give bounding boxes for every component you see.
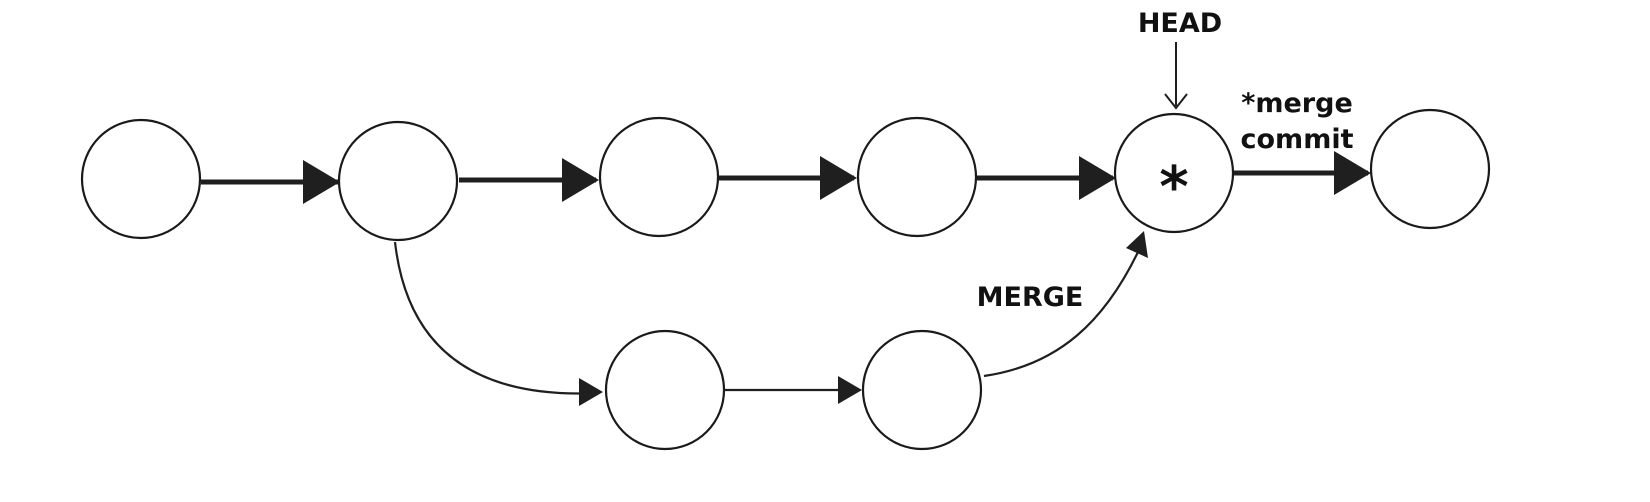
edge-c5-c6-arrowhead <box>1334 151 1371 195</box>
edge-c4-c5-arrowhead <box>1079 156 1116 200</box>
commit-node-c1 <box>80 118 202 240</box>
edge-f2-c5-merge <box>983 251 1139 378</box>
head-pointer-arrowhead <box>1164 93 1188 110</box>
merge-commit-marker: * <box>1159 155 1188 220</box>
edge-c3-c4-arrowhead <box>820 156 857 200</box>
head-label: HEAD <box>1138 8 1222 39</box>
edge-f1-f2-arrowhead <box>838 376 862 404</box>
edge-c2-f1 <box>393 241 599 395</box>
edge-c1-c2-arrowhead <box>303 160 340 204</box>
edge-c2-c3-arrowhead <box>562 158 599 202</box>
merge-edge-label: MERGE <box>977 282 1084 313</box>
commit-node-c4 <box>856 116 978 238</box>
edge-c2-f1-arrowhead <box>579 378 603 406</box>
commit-node-f1 <box>604 329 726 451</box>
commit-node-c2 <box>337 120 459 242</box>
merge-commit-label-line1: *merge <box>1241 88 1353 119</box>
commit-node-c5-merge <box>1113 112 1235 234</box>
merge-commit-label-line2: commit <box>1241 124 1354 155</box>
commit-node-f2 <box>861 329 983 451</box>
commit-node-c3 <box>598 116 720 238</box>
commit-node-c6 <box>1369 108 1491 230</box>
edge-f2-c5-arrowhead <box>1126 231 1148 258</box>
